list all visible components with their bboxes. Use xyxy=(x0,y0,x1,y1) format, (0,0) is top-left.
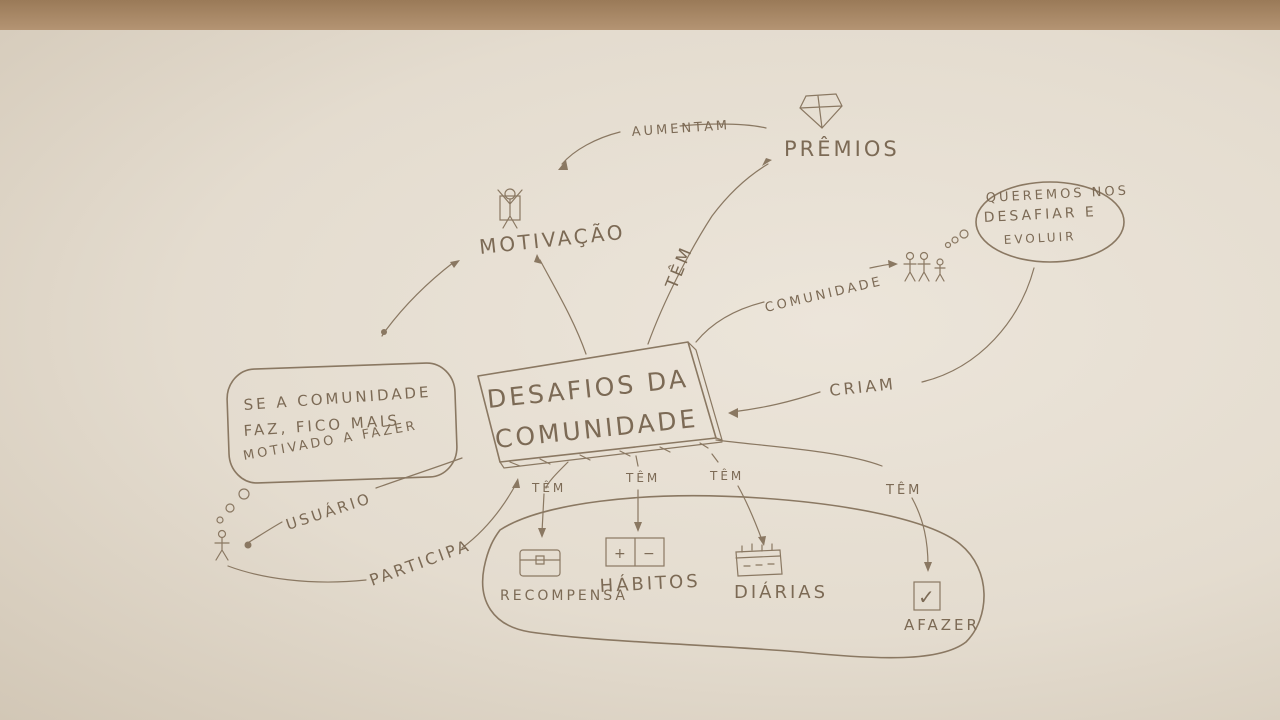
treasure-chest-icon xyxy=(519,549,561,577)
community-people-icon xyxy=(903,251,946,282)
checkbox-icon: ✓ xyxy=(913,581,941,611)
calendar-icon xyxy=(735,543,783,577)
habitos-label: HÁBITOS xyxy=(599,570,701,597)
edge-label-usuario: USUÁRIO xyxy=(283,488,374,534)
center-title-line1: DESAFIOS DA xyxy=(486,364,691,414)
connectors xyxy=(227,123,1035,583)
edge-label-participa: PARTICIPA xyxy=(367,535,474,589)
cheering-person-icon xyxy=(497,188,523,229)
premios-label: PRÊMIOS xyxy=(784,136,900,161)
diarias-node: DIÁRIAS xyxy=(734,543,828,603)
recompensa-node: RECOMPENSA xyxy=(500,549,628,604)
motivacao-node: MOTIVAÇÃO xyxy=(478,188,627,259)
thought-right-line1: QUEREMOS NOS xyxy=(985,184,1129,206)
edge-label-aumentam: AUMENTAM xyxy=(631,118,730,140)
features-container xyxy=(481,494,985,659)
edge-label-comunidade: COMUNIDADE xyxy=(764,274,885,316)
diarias-label: DIÁRIAS xyxy=(734,581,828,603)
afazer-node: ✓ AFAZER xyxy=(904,581,980,634)
plus-icon: + xyxy=(614,546,629,562)
user-stick-figure-icon xyxy=(214,529,230,561)
thought-right-line2: DESAFIAR E xyxy=(983,204,1097,226)
edge-label-tem-premios: TÊM xyxy=(660,242,698,293)
habitos-node: + − HÁBITOS xyxy=(599,537,701,597)
recompensa-label: RECOMPENSA xyxy=(500,588,628,604)
motivacao-label: MOTIVAÇÃO xyxy=(478,220,627,259)
edge-label-tem-diarias: TÊM xyxy=(709,468,744,483)
edge-label-criam: CRIAM xyxy=(828,374,896,400)
afazer-label: AFAZER xyxy=(904,616,980,634)
premios-node: PRÊMIOS xyxy=(784,93,900,161)
center-title-line2: COMUNIDADE xyxy=(494,404,700,454)
habit-plus-minus-icon: + − xyxy=(605,537,665,567)
checkmark-icon: ✓ xyxy=(918,585,938,609)
thought-right-line3: EVOLUIR xyxy=(1003,229,1076,247)
center-node: DESAFIOS DA COMUNIDADE xyxy=(477,341,723,469)
thought-left-line1: SE A COMUNIDADE xyxy=(243,383,432,414)
edge-label-tem-habitos: TÊM xyxy=(625,470,660,485)
edge-label-tem-recompensa: TÊM xyxy=(531,480,566,495)
edge-label-tem-afazer: TÊM xyxy=(885,482,922,498)
desk-edge xyxy=(0,0,1280,30)
diamond-icon xyxy=(799,93,843,129)
thought-bubble-right: QUEREMOS NOS DESAFIAR E EVOLUIR xyxy=(944,181,1129,263)
minus-icon: − xyxy=(643,546,658,562)
